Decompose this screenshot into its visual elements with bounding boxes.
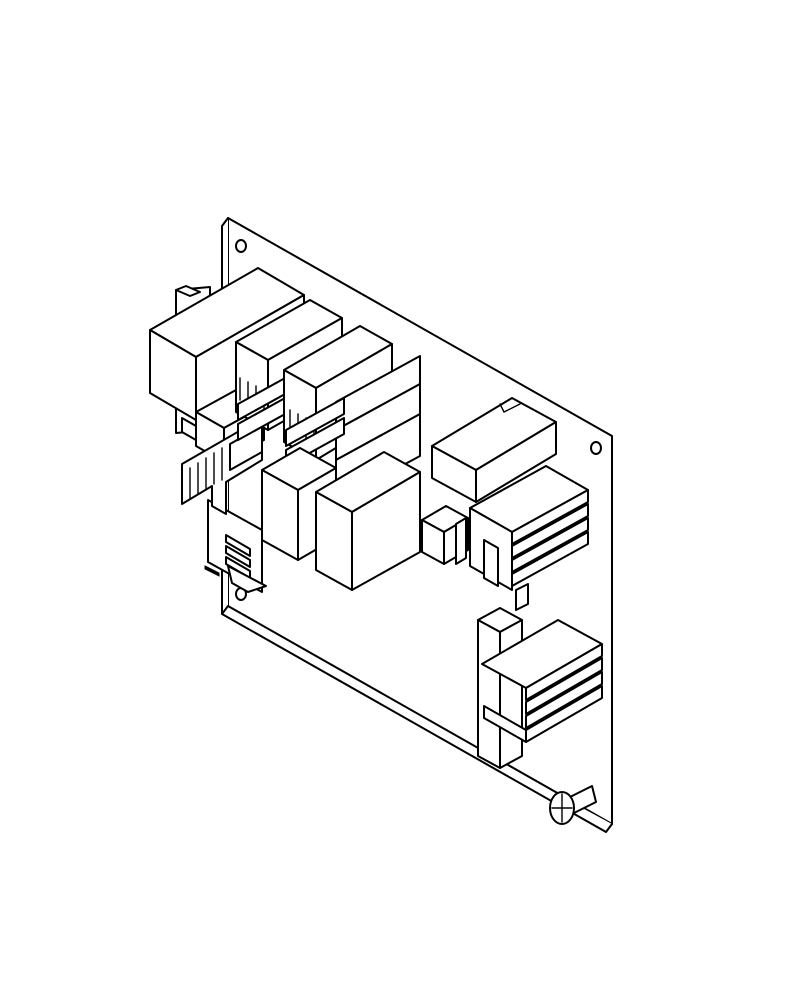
bottom-left-heatsink bbox=[205, 500, 266, 592]
mounting-hole-top-left bbox=[236, 240, 246, 252]
relay-component bbox=[432, 398, 556, 502]
mounting-hole-top-right bbox=[591, 442, 601, 454]
mounting-holes bbox=[236, 240, 601, 600]
small-capacitor bbox=[422, 506, 468, 564]
transformer-right bbox=[316, 452, 420, 590]
screw bbox=[550, 786, 596, 824]
right-heatsink-lower bbox=[478, 608, 602, 768]
right-heatsink-upper bbox=[470, 466, 588, 610]
